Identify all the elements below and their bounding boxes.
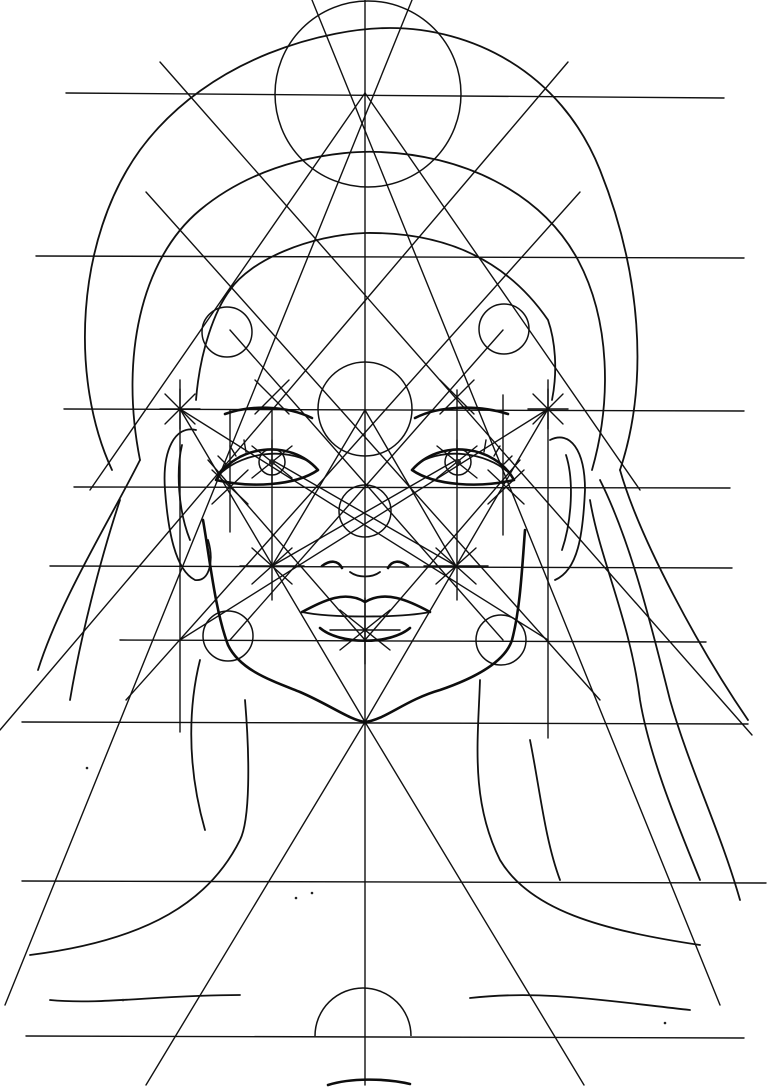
face-contour [203, 520, 525, 722]
guide-line-chin [22, 722, 748, 724]
diagonal-line [146, 722, 365, 1085]
speck [664, 1022, 667, 1025]
star-point [160, 389, 200, 429]
right-temple-circle [479, 304, 529, 354]
guide-line-hairline [36, 256, 744, 258]
hair-strand-left [70, 500, 120, 700]
guide-line-nose [50, 566, 732, 568]
face-outline [203, 520, 525, 722]
right-eyebrow [415, 408, 508, 418]
star-point [330, 598, 400, 664]
right-ear-inner [562, 455, 571, 550]
guide-line-base [26, 1036, 744, 1038]
diagonal-line [365, 722, 584, 1085]
diagonal-line [0, 62, 568, 730]
speck [122, 999, 125, 1002]
upper-lip [302, 597, 430, 612]
diagonal-line [126, 192, 580, 700]
right-pupil [455, 459, 461, 465]
hair-strand-right [620, 470, 748, 720]
guide-line-eye [74, 487, 730, 488]
left-jaw-circle [203, 611, 253, 661]
hair-strand-left [30, 700, 248, 955]
hair-strand-bottom [50, 995, 240, 1001]
vertical-guides [180, 0, 548, 1085]
left-pupil [269, 459, 275, 465]
speck [311, 892, 314, 895]
star-point [528, 389, 568, 429]
specks [86, 767, 667, 1025]
diagonal-guides [0, 0, 752, 1085]
lips [302, 597, 430, 641]
lip-line [302, 612, 430, 617]
hair-strand-right [478, 680, 700, 945]
hair-strand-right [590, 500, 700, 880]
hair-strand-bottom [470, 995, 690, 1010]
hair [30, 233, 748, 1085]
neck-line [328, 1080, 410, 1085]
hair-strand-right [600, 480, 740, 900]
chin-base-semicircle [315, 988, 411, 1036]
guide-line-crown [66, 93, 724, 98]
speck [295, 897, 298, 900]
speck [86, 767, 89, 770]
left-ear [165, 429, 211, 580]
hair-strand-left [191, 660, 205, 830]
hair-strand-right [530, 740, 560, 880]
guide-line-neck [22, 881, 766, 883]
diagonal-line [312, 0, 720, 1005]
hair-strand-left [38, 460, 140, 670]
